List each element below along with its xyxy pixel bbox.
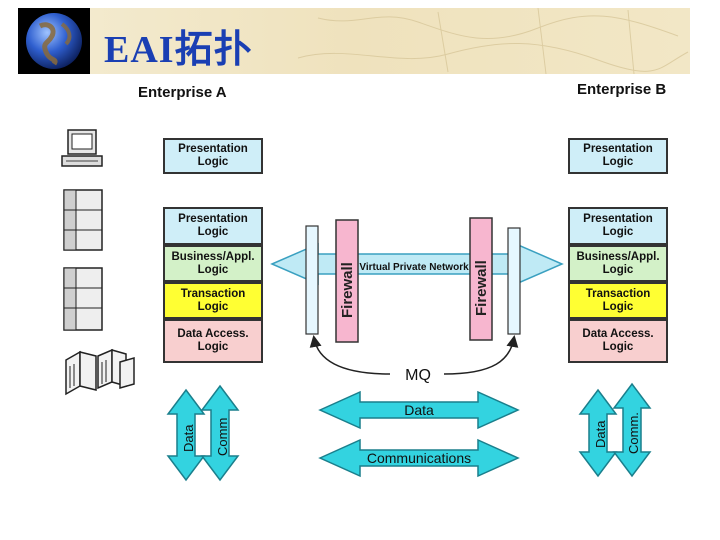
b-transaction-logic: Transaction Logic [568,282,668,319]
enterprise-a-label: Enterprise A [138,84,227,101]
vpn-label: Virtual Private Network [359,262,469,273]
right-data-arrow [578,388,618,478]
left-network-bar [305,225,319,335]
a-transaction-logic: Transaction Logic [163,282,263,319]
right-firewall [469,217,493,341]
communications-arrow-label: Communications [367,450,471,466]
right-comm-arrow-label: Comm. [626,412,641,454]
b-business-logic: Business/Appl. Logic [568,245,668,282]
communications-arrow [318,438,520,478]
right-network-bar [507,227,521,335]
server-tower-icon [63,189,103,251]
desktop-computer-icon [61,129,103,167]
server-tower-icon [63,267,103,331]
left-comm-arrow-label: Comm [215,418,230,456]
left-data-arrow-label: Data [181,424,196,452]
title-banner [18,8,690,74]
right-firewall-label: Firewall [473,260,490,316]
left-data-arrow [166,388,206,482]
right-data-arrow-label: Data [593,420,608,448]
right-comm-arrow [612,382,652,478]
b-presentation-logic: Presentation Logic [568,207,668,245]
left-firewall-label: Firewall [339,262,356,318]
a-business-logic: Business/Appl. Logic [163,245,263,282]
b-data-access-logic: Data Access. Logic [568,319,668,363]
a-presentation-logic-top: Presentation Logic [163,138,263,174]
slide-title: EAI拓扑 [104,29,253,71]
globe-icon [18,8,90,74]
left-comm-arrow [200,384,240,482]
mainframe-cluster-icon [65,348,135,396]
vpn-arrow [270,242,564,286]
a-data-access-logic: Data Access. Logic [163,319,263,363]
mq-curve-arrow [309,335,391,375]
mq-label: MQ [405,367,431,384]
b-presentation-logic-top: Presentation Logic [568,138,668,174]
left-firewall [335,219,359,343]
enterprise-b-label: Enterprise B [577,81,667,98]
data-arrow-label: Data [404,402,434,418]
a-presentation-logic: Presentation Logic [163,207,263,245]
data-arrow [318,390,520,430]
